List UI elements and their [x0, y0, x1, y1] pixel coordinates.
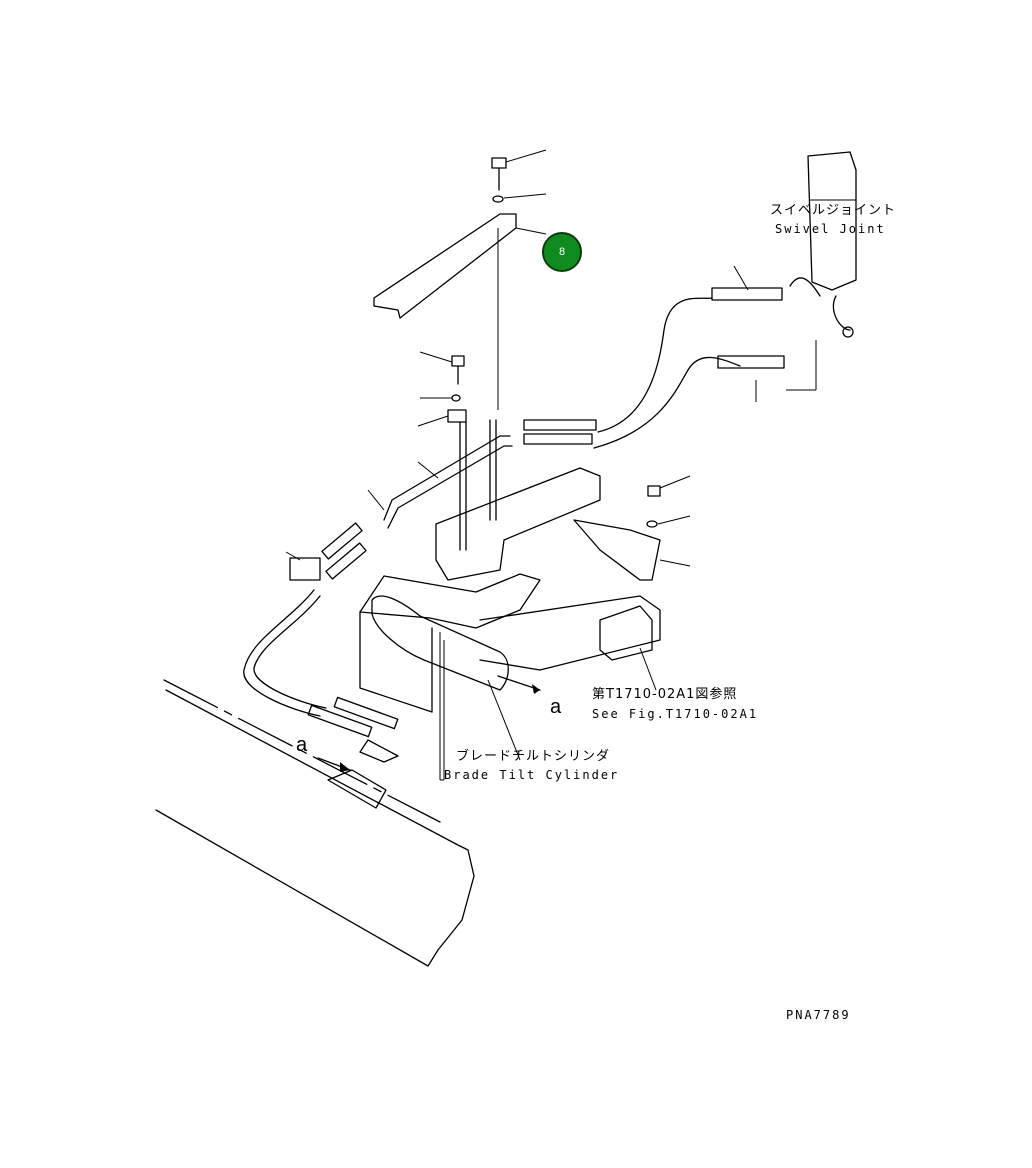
callout-number: 8 — [558, 246, 566, 258]
marker-a-left: a — [296, 734, 308, 756]
blade-hose — [243, 522, 399, 763]
tilt-cylinder — [371, 595, 657, 781]
callout-badge[interactable]: 8 — [542, 232, 582, 272]
blade — [155, 679, 475, 967]
swivel-joint-label-jp: スイベルジョイント — [770, 203, 897, 218]
cover-plate — [373, 213, 547, 410]
frame-assembly — [359, 467, 691, 713]
figure-code: PNA7789 — [786, 1008, 851, 1022]
vertical-pipes — [367, 419, 513, 551]
hose-fittings — [523, 265, 821, 449]
tilt-cylinder-label-en: Brade Tilt Cylinder — [444, 768, 620, 782]
marker-a-right: a — [550, 696, 562, 718]
tilt-cylinder-label-jp: ブレードチルトシリンダ — [456, 749, 611, 764]
swivel-joint-label-en: Swivel Joint — [775, 222, 886, 236]
see-fig-label-en: See Fig.T1710-02A1 — [592, 707, 759, 721]
middle-fasteners — [417, 351, 467, 427]
top-bolt — [491, 149, 547, 203]
swivel-joint — [807, 151, 857, 338]
see-fig-label-jp: 第T1710-02A1図参照 — [592, 687, 738, 702]
